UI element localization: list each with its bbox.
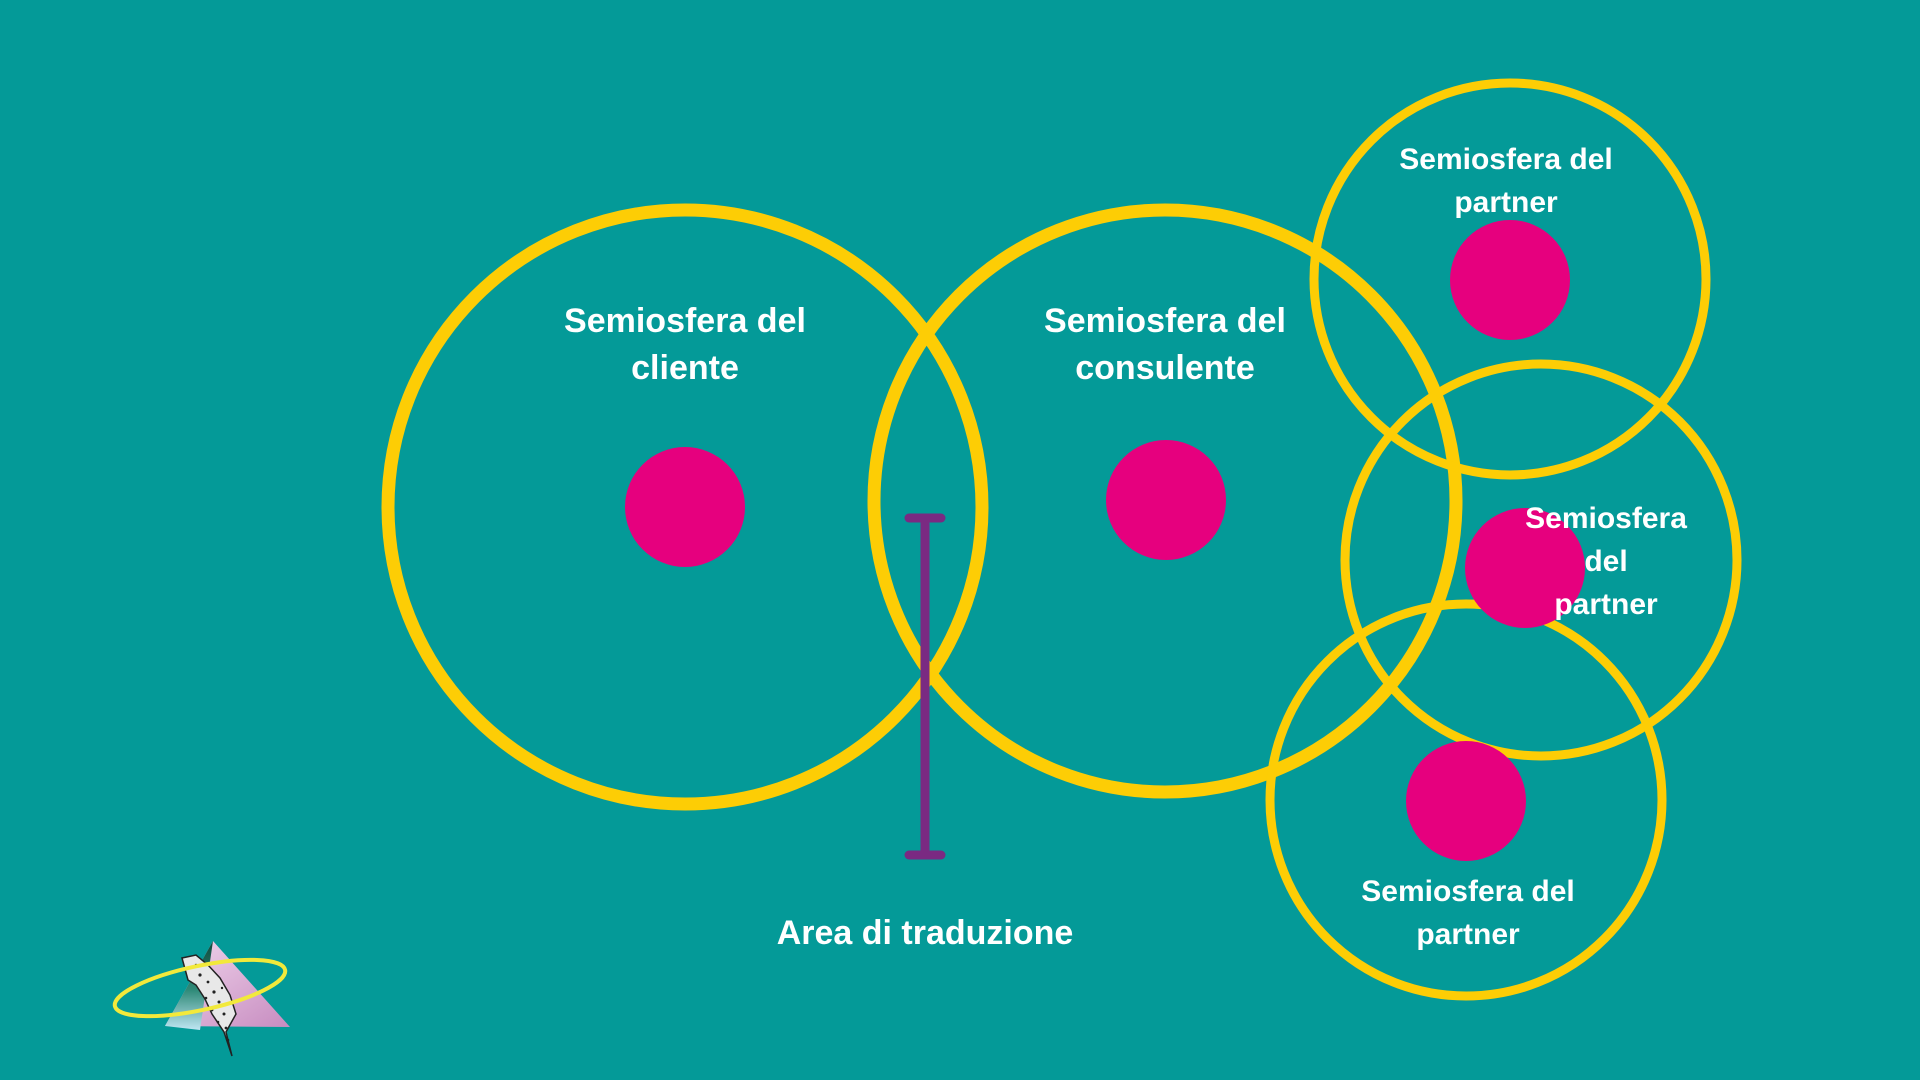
partner-bottom-semiosphere-ring [1265, 599, 1667, 1001]
partner-top-core-dot [1450, 220, 1570, 340]
partner-top-semiosphere-ring [1309, 78, 1711, 480]
client-core-dot [625, 447, 745, 567]
partner-middle-semiosphere-ring [1340, 359, 1742, 761]
pyramid-with-halo-icon [112, 941, 290, 1057]
translation-area-bracket [904, 513, 946, 860]
consultant-core-dot [1106, 440, 1226, 560]
client-semiosphere-ring [381, 203, 989, 811]
partner-bottom-core-dot [1406, 741, 1526, 861]
consultant-semiosphere-ring [867, 203, 1463, 799]
partner-middle-core-dot [1465, 508, 1585, 628]
